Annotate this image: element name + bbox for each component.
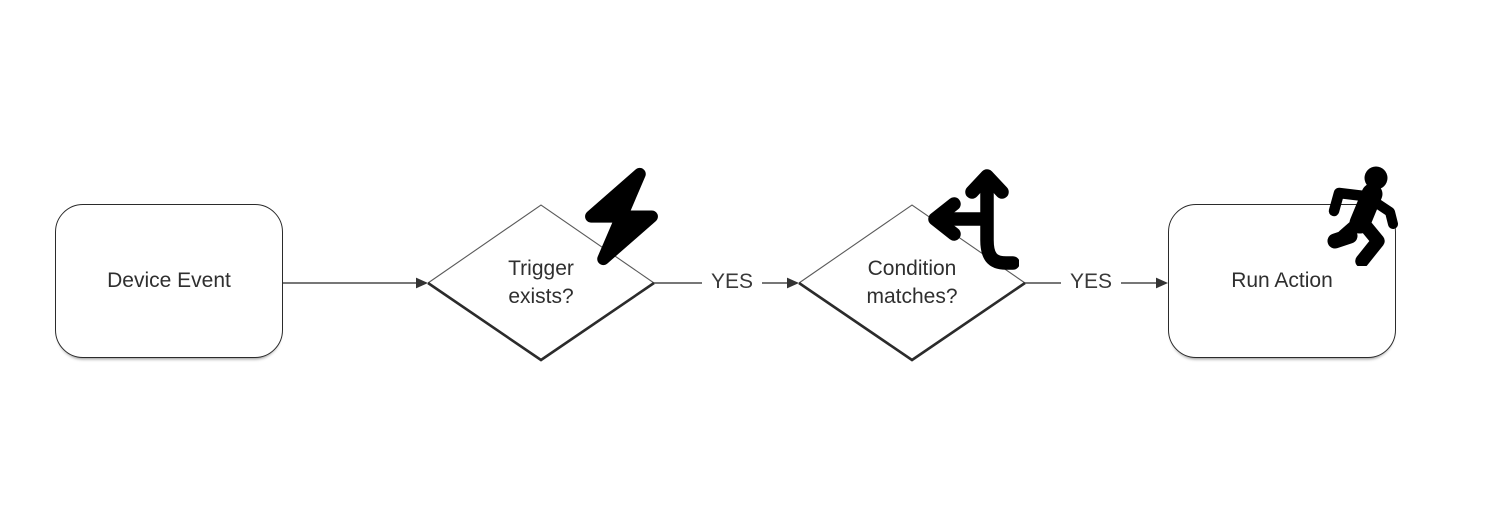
person-running-icon <box>1327 166 1398 266</box>
arrowhead <box>1156 277 1168 289</box>
node-device-event: Device Event <box>55 204 283 358</box>
arrowhead <box>787 277 799 289</box>
lightning-bolt-icon <box>585 167 658 266</box>
node-device-event-label: Device Event <box>107 269 231 292</box>
decision-node-trigger-exists <box>427 204 655 362</box>
edge-label-yes-1: YES <box>702 270 762 294</box>
edge-device-to-trigger <box>283 277 428 289</box>
node-run-action-label: Run Action <box>1231 269 1333 292</box>
arrowhead <box>416 277 428 289</box>
edge-condition-to-run <box>1025 277 1168 289</box>
edge-label-yes-2: YES <box>1061 270 1121 294</box>
edge-trigger-to-condition <box>654 277 799 289</box>
node-condition-matches-label: Condition matches? <box>866 257 958 308</box>
arrows-split-up-and-left-icon <box>928 169 1019 270</box>
node-trigger-exists-label: Trigger exists? <box>508 257 574 308</box>
